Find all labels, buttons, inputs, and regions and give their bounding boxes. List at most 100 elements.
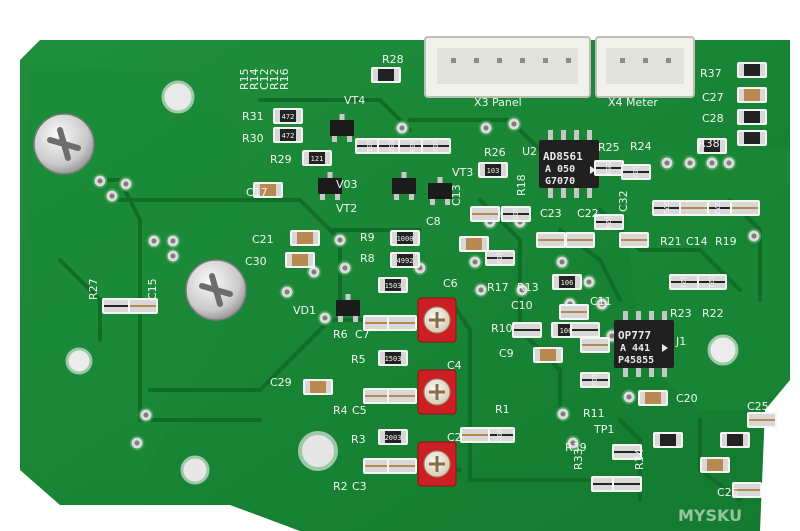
silkscreen-label: C32 (617, 190, 630, 212)
mounting-holes (65, 80, 739, 485)
silkscreen-label: R28 (382, 53, 404, 66)
silkscreen-label: C22 (577, 207, 599, 220)
resistor-marking: 332 (387, 140, 395, 153)
silkscreen-label: C3 (352, 480, 367, 493)
silkscreen-label: R14 (248, 68, 261, 90)
watermark: MYSKU (678, 506, 742, 525)
silkscreen-label: R23 (670, 307, 692, 320)
resistor-marking: 103 (487, 167, 500, 175)
silkscreen-label: C12 (258, 68, 271, 90)
resistor-marking: 102 (495, 252, 503, 265)
silkscreen-label: C27 (702, 91, 724, 104)
resistor-marking: 102 (431, 140, 439, 153)
silkscreen-label: U2 (522, 145, 537, 158)
silkscreen-label: R25 (598, 141, 620, 154)
silkscreen-label: R9 (360, 231, 375, 244)
silkscreen-label: R38 (698, 137, 720, 150)
resistor-marking: 124 (604, 216, 612, 229)
trimmer-potentiometers (417, 297, 457, 487)
silkscreen-label: R11 (583, 407, 605, 420)
silkscreen-label: R5 (351, 353, 366, 366)
silkscreen-label: R13 (517, 281, 539, 294)
resistor-marking: 105 (495, 429, 503, 442)
resistor-marking: 272 (662, 202, 670, 215)
x4-meter-label: X4 Meter (608, 96, 658, 109)
silkscreen-label: R24 (630, 140, 652, 153)
silkscreen-label: C21 (252, 233, 274, 246)
silkscreen-label: R12 (268, 68, 281, 90)
silkscreen-label: R1 (495, 403, 510, 416)
silkscreen-label: R4 (333, 404, 348, 417)
silkscreen-label: C28 (702, 112, 724, 125)
resistor-marking: 1503 (385, 282, 402, 290)
silkscreen-label: R31 (242, 110, 264, 123)
resistor-marking: 2003 (385, 434, 402, 442)
silkscreen-label: C30 (245, 255, 267, 268)
resistor-marking: 103 (408, 140, 416, 153)
silkscreen-label: C5 (352, 404, 367, 417)
silkscreen-label: C20 (676, 392, 698, 405)
silkscreen-label: R34 (633, 448, 646, 470)
silkscreen-label: VT4 (344, 94, 365, 107)
u2-marking-line3: G7070 (545, 176, 575, 187)
smd-components: 472 472 101 332 103 102 121 103 563 102 272 272 124 1… (102, 62, 777, 498)
silkscreen-label: R17 (487, 281, 509, 294)
transistors (318, 114, 452, 322)
ic-j1-op777: OP777 A 441 P45855 (614, 311, 674, 377)
silkscreen-label: C9 (499, 347, 514, 360)
silkscreen-label: R21 (660, 235, 682, 248)
silkscreen-label: C4 (447, 359, 462, 372)
resistor-marking: 121 (311, 155, 324, 163)
silkscreen-label: R22 (702, 307, 724, 320)
phillips-screw-top-left (33, 113, 95, 175)
silkscreen-label: VD1 (293, 304, 316, 317)
silkscreen-label: C17 (246, 186, 268, 199)
resistor-marking: 563 (604, 162, 612, 175)
silkscreen-label: TP1 (593, 423, 614, 436)
silkscreen-label: C6 (443, 277, 458, 290)
silkscreen-label: R18 (515, 174, 528, 196)
silkscreen-label: R37 (700, 67, 722, 80)
resistor-marking: 106 (560, 327, 573, 335)
silkscreen-label: C8 (426, 215, 441, 228)
resistor-marking: 472 (282, 132, 295, 140)
silkscreen-label: R6 (333, 328, 348, 341)
u2-marking-line1: AD8561 (543, 150, 583, 163)
silkscreen-label: V03 (336, 178, 358, 191)
silkscreen-label: R26 (484, 146, 506, 159)
silkscreen-label: R33 (572, 448, 585, 470)
resistor-marking: 272 (713, 202, 721, 215)
silkscreen-label: R15 (238, 68, 251, 90)
silkscreen-label: R16 (278, 68, 291, 90)
silkscreen-label: R2 (333, 480, 348, 493)
silkscreen-label: R10 (491, 322, 513, 335)
silkscreen-label: C15 (146, 278, 159, 300)
silkscreen-label: C23 (540, 207, 562, 220)
silkscreen-label: R19 (715, 235, 737, 248)
silkscreen-label: J1 (675, 335, 686, 348)
resistor-marking: 121 (679, 276, 687, 289)
resistor-marking: 105 (511, 208, 519, 221)
silkscreen-label: VT3 (452, 166, 473, 179)
silkscreen-label: C13 (450, 184, 463, 206)
resistor-marking: 106 (561, 279, 574, 287)
j1-marking-line3: P45855 (618, 355, 654, 366)
connector-x3-panel (424, 36, 591, 98)
resistor-marking: 1503 (385, 355, 402, 363)
silkscreen-label: C2 (447, 431, 462, 444)
x3-panel-label: X3 Panel (474, 96, 522, 109)
silkscreen-labels: R15R14C12R12R16R28R37C27C28R38VT4R31R30R… (87, 53, 769, 499)
resistor-marking: 101 (365, 140, 373, 153)
resistor-marking: 102 (590, 374, 598, 387)
connector-x4-meter (595, 36, 695, 98)
silkscreen-label: C29 (270, 376, 292, 389)
silkscreen-label: C11 (590, 295, 612, 308)
resistor-marking: 4992 (397, 257, 414, 265)
resistor-marking: 102 (631, 166, 639, 179)
resistor-marking: 472 (282, 113, 295, 121)
silkscreen-label: C7 (355, 328, 370, 341)
silkscreen-label: C25 (747, 400, 769, 413)
ic-u2-ad8561: AD8561 A 050 G7070 (539, 130, 599, 198)
